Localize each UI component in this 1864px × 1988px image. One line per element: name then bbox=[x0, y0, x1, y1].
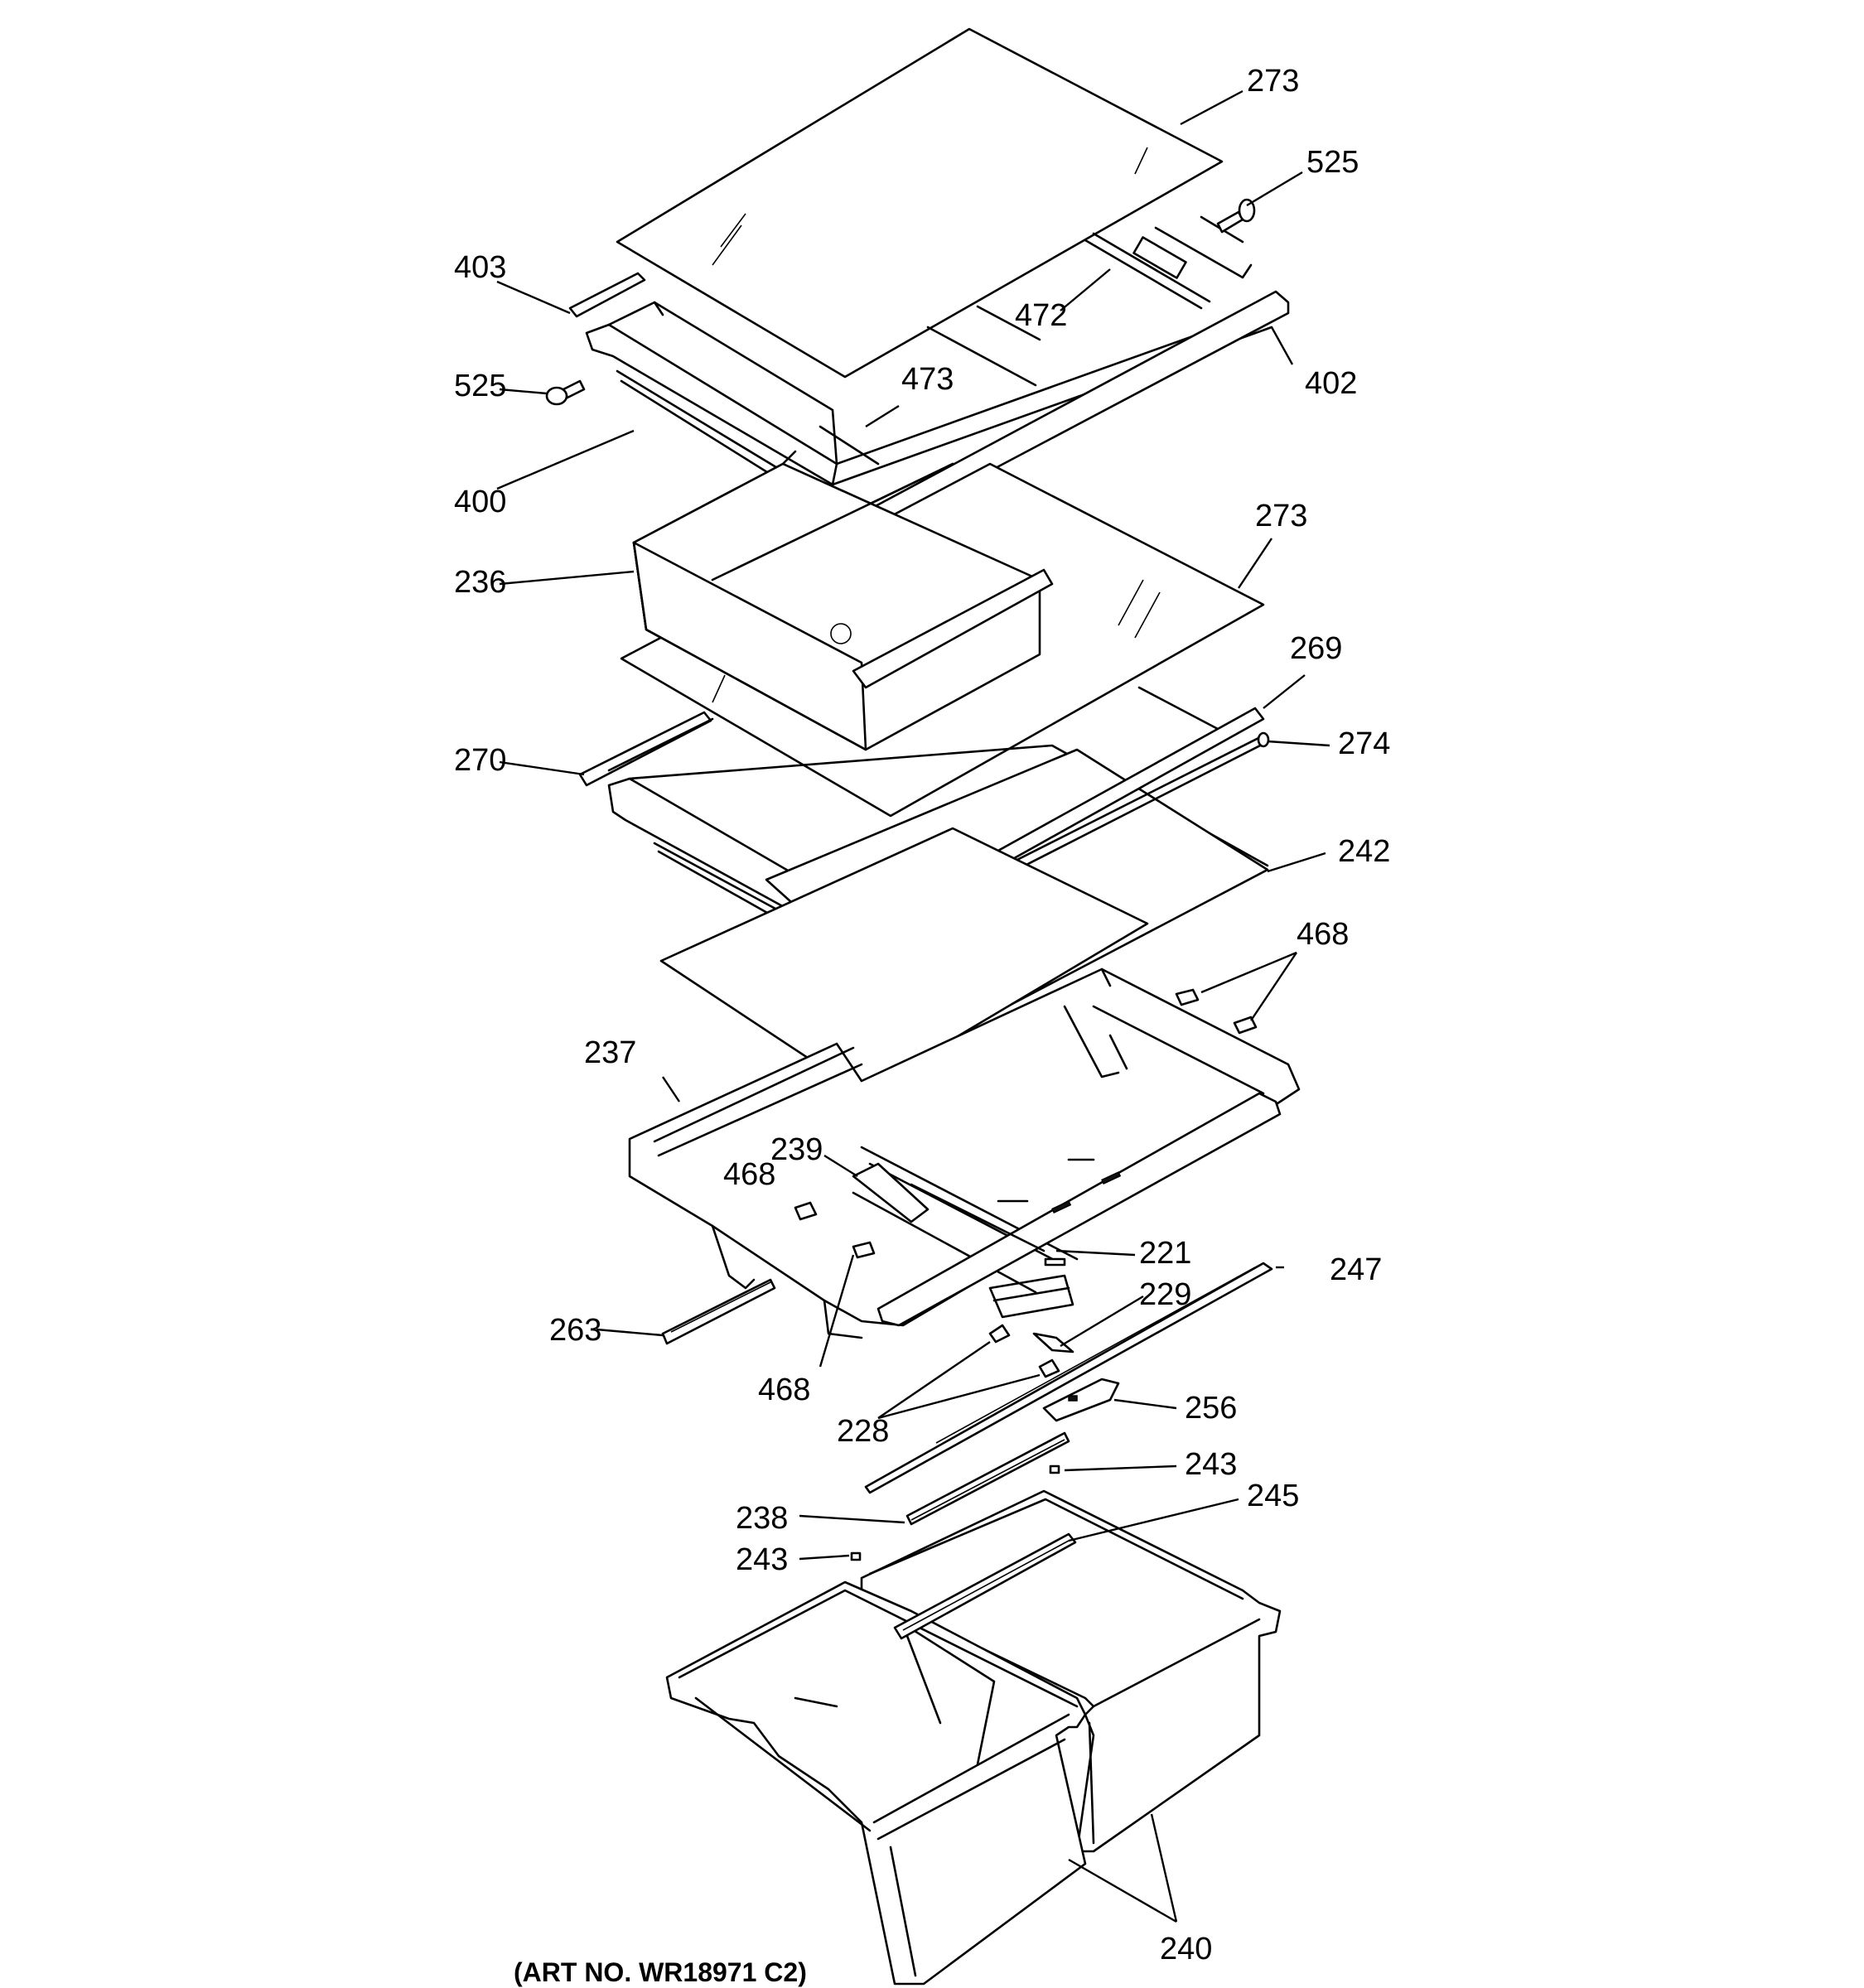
callout-229: 229 bbox=[1139, 1277, 1191, 1312]
callout-400: 400 bbox=[454, 485, 506, 519]
callout-245: 245 bbox=[1247, 1479, 1299, 1513]
callout-468-bottom: 468 bbox=[758, 1373, 810, 1407]
part-228-clip-1 bbox=[988, 1324, 1011, 1344]
callout-236: 236 bbox=[454, 565, 506, 600]
part-237-cover-frame bbox=[628, 967, 1301, 1339]
callout-273-top: 273 bbox=[1247, 64, 1299, 99]
part-273-top-glass bbox=[616, 27, 1224, 379]
callout-labels: 273 525 403 472 402 525 473 400 273 236 … bbox=[454, 64, 1390, 1966]
callout-468-mid: 468 bbox=[723, 1157, 775, 1192]
callout-525-right: 525 bbox=[1306, 145, 1359, 180]
callout-468-top: 468 bbox=[1297, 917, 1349, 952]
part-240-pan-left bbox=[665, 1580, 1087, 1986]
part-239-rail bbox=[852, 1162, 1045, 1252]
callout-273-second: 273 bbox=[1255, 499, 1307, 533]
callout-402: 402 bbox=[1305, 366, 1357, 401]
part-400-shelf-frame bbox=[585, 301, 1277, 490]
callout-473: 473 bbox=[901, 362, 954, 397]
part-468-clip-2 bbox=[1233, 1016, 1258, 1035]
leader-lines bbox=[496, 89, 1330, 1923]
callout-472: 472 bbox=[1015, 298, 1067, 333]
art-number: (ART NO. WR18971 C2) bbox=[514, 1957, 807, 1987]
part-273-second-glass bbox=[620, 462, 1265, 818]
part-525-screw-right bbox=[1216, 198, 1256, 234]
callout-239: 239 bbox=[770, 1132, 823, 1167]
callout-242: 242 bbox=[1338, 834, 1390, 869]
callout-243-right: 243 bbox=[1185, 1447, 1237, 1482]
part-243-clip-1 bbox=[1049, 1464, 1060, 1474]
callout-403: 403 bbox=[454, 250, 506, 285]
callout-243-left: 243 bbox=[736, 1542, 788, 1577]
callout-221: 221 bbox=[1139, 1236, 1191, 1271]
part-468-clip-1 bbox=[1175, 988, 1200, 1006]
part-229-lever bbox=[1032, 1332, 1074, 1353]
part-245-divider bbox=[893, 1532, 1077, 1640]
part-238-divider bbox=[905, 1431, 1070, 1526]
callout-238: 238 bbox=[736, 1501, 788, 1536]
part-525-screw-left bbox=[545, 379, 586, 406]
part-468-clip-3 bbox=[794, 1201, 818, 1221]
part-221-bar bbox=[1044, 1257, 1066, 1267]
callout-228: 228 bbox=[837, 1414, 889, 1449]
part-247-bar bbox=[864, 1262, 1273, 1494]
callout-256: 256 bbox=[1185, 1391, 1237, 1426]
part-263-rail bbox=[661, 1278, 776, 1345]
part-256-handle bbox=[1042, 1378, 1120, 1422]
callout-270: 270 bbox=[454, 743, 506, 778]
callout-274: 274 bbox=[1338, 726, 1390, 761]
part-468-clip-4 bbox=[852, 1241, 876, 1259]
part-240-pan-right bbox=[860, 1489, 1282, 1853]
part-mechanism bbox=[988, 1274, 1074, 1319]
callout-269: 269 bbox=[1290, 631, 1342, 666]
callout-263: 263 bbox=[549, 1313, 601, 1348]
part-243-clip-2 bbox=[850, 1551, 862, 1561]
callout-240: 240 bbox=[1160, 1932, 1212, 1966]
part-228-clip-2 bbox=[1038, 1358, 1060, 1378]
part-403-rail bbox=[568, 272, 646, 318]
callout-525-left: 525 bbox=[454, 369, 506, 403]
part-270-rail bbox=[578, 711, 714, 787]
part-lower-glass bbox=[659, 827, 1149, 1095]
callout-237: 237 bbox=[584, 1035, 636, 1070]
callout-247: 247 bbox=[1330, 1252, 1382, 1287]
